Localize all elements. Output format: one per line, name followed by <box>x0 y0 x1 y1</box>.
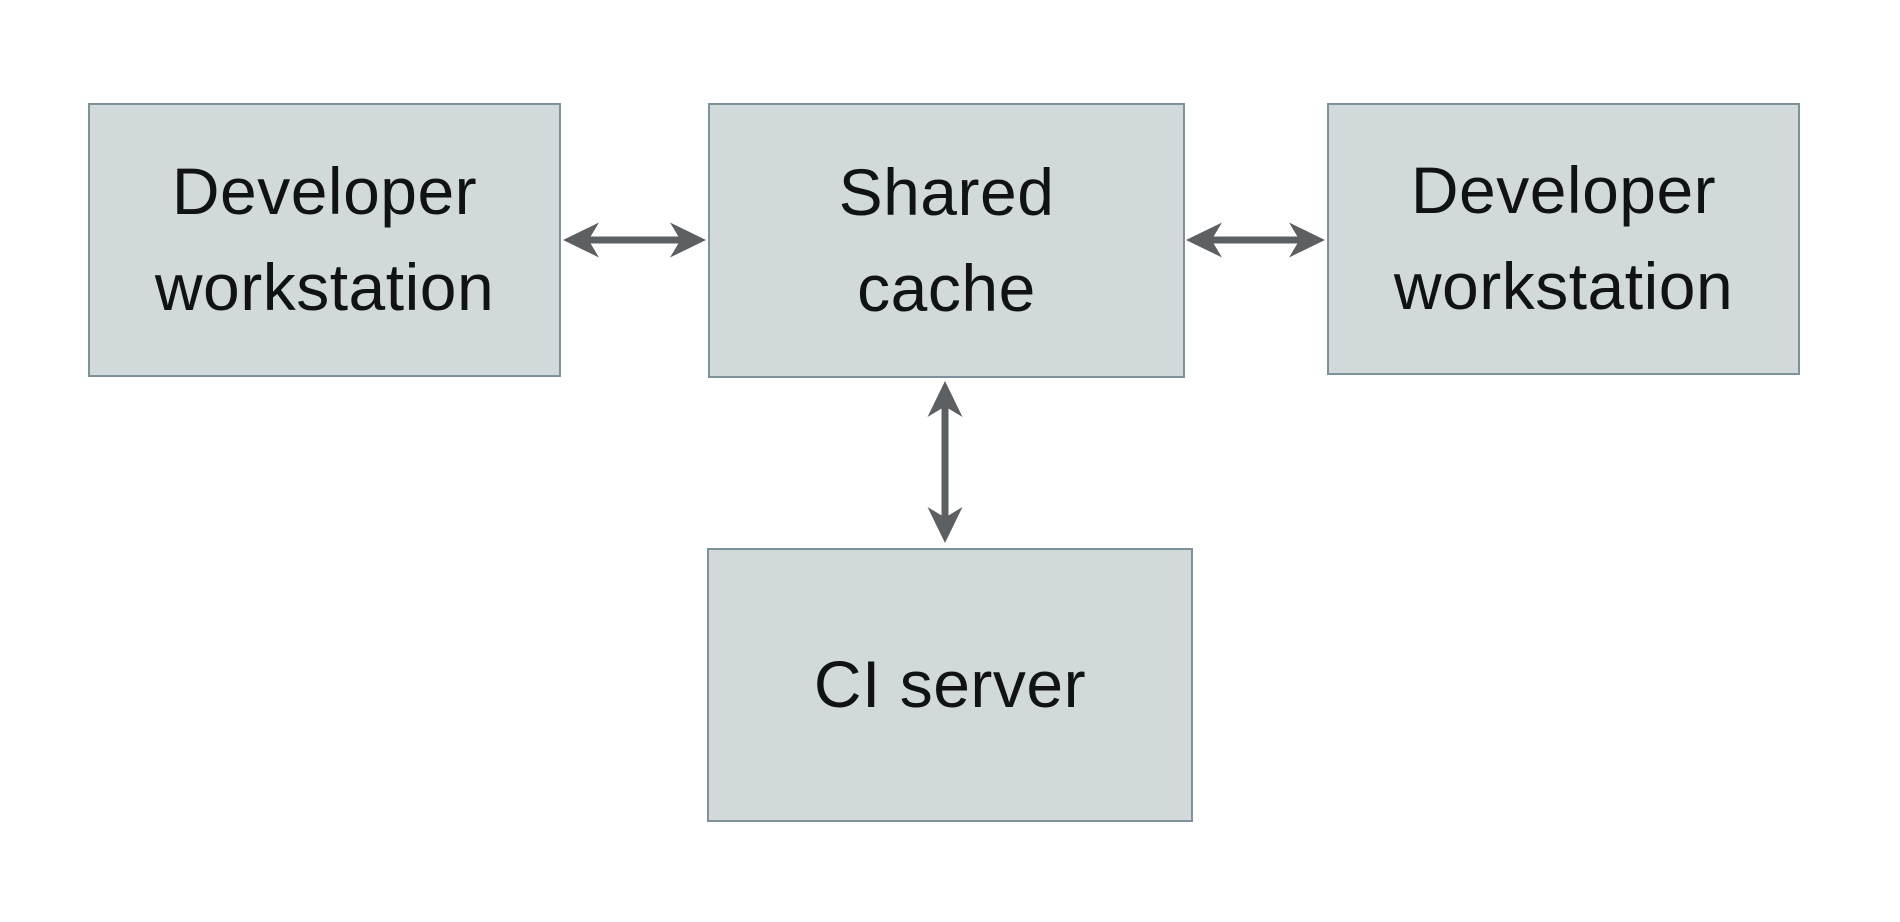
node-label: CI server <box>813 647 1087 722</box>
node-developer-workstation-left: Developer workstation <box>88 103 561 377</box>
edge-shared-cache-workstation-right <box>1184 218 1327 262</box>
node-shared-cache: Shared cache <box>708 103 1185 378</box>
node-developer-workstation-right: Developer workstation <box>1327 103 1800 375</box>
double-arrow-vertical-icon <box>927 381 963 543</box>
edge-workstation-left-shared-cache <box>561 218 708 262</box>
node-ci-server: CI server <box>707 548 1193 822</box>
node-label: Shared cache <box>838 154 1055 325</box>
double-arrow-horizontal-icon <box>1186 222 1325 258</box>
node-label: Developer workstation <box>154 154 495 324</box>
edge-shared-cache-ci-server <box>923 379 967 545</box>
double-arrow-horizontal-icon <box>563 222 706 258</box>
node-label: Developer workstation <box>1393 153 1734 323</box>
